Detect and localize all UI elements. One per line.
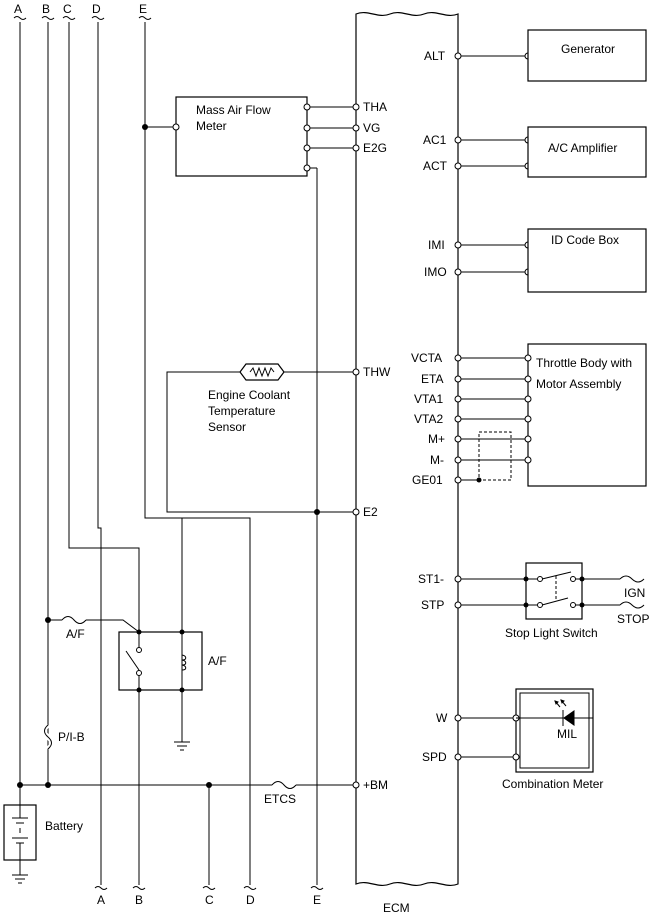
throttle-body: Throttle Body with Motor Assembly VCTA E… [411,343,647,487]
combination-meter-label: Combination Meter [502,777,603,791]
bus-label-e-top: E [139,2,147,16]
ecm-pin-act: ACT [423,159,448,173]
ecm-pin-imi: IMI [428,238,445,252]
combination-meter: MIL Combination Meter W SPD [422,688,603,791]
ecm-pin-vta1: VTA1 [414,392,443,406]
ecm-pin-stp: STP [421,598,444,612]
ecm-pin-m-plus: M+ [428,432,445,446]
id-code-box: ID Code Box IMI IMO [424,228,647,293]
id-code-box-label: ID Code Box [551,233,619,247]
af-fuse-label: A/F [66,627,85,641]
ecm-pin-st1: ST1- [418,572,444,586]
ecm-pin-e2: E2 [363,505,378,519]
ect-label-line3: Sensor [208,420,246,434]
ecm-pin-vg: VG [363,121,380,135]
ign-label: IGN [624,586,645,600]
ecm-pin-thw: THW [363,365,391,379]
ecm-pin-vta2: VTA2 [414,412,443,426]
stop-light-switch: IGN STOP Stop Light Switch ST1- STP [418,562,649,640]
ac-amplifier: A/C Amplifier AC1 ACT [423,126,647,178]
ecm-pin-eta: ETA [421,372,443,386]
ecm-block: ECM [355,11,459,915]
ecm-pin-e2g: E2G [363,141,387,155]
stop-label: STOP [617,612,649,626]
bottom-bus-labels: A B C D E [94,886,324,907]
throttle-label-line1: Throttle Body with [536,356,632,370]
ecm-pin-spd: SPD [422,750,447,764]
stop-light-switch-label: Stop Light Switch [505,626,598,640]
battery-label: Battery [45,819,83,833]
e2-ground-line: E2 [166,168,378,885]
generator-label: Generator [561,42,615,56]
pib-fuse-label: P/I-B [58,730,85,744]
pib-fuse: P/I-B [42,723,85,751]
bus-label-d-bottom: D [246,893,255,907]
af-relay-label: A/F [208,654,227,668]
bm-power-line: +BM ETCS [17,778,388,885]
ecm-pin-tha: THA [363,100,387,114]
ecm-pin-ge01: GE01 [412,473,443,487]
top-bus-labels: A B C D E [13,2,152,20]
ecm-pin-bm: +BM [363,778,388,792]
bus-label-c-top: C [63,2,72,16]
bus-label-b-top: B [42,2,50,16]
bus-label-b-bottom: B [135,893,143,907]
throttle-label-line2: Motor Assembly [536,377,621,391]
af-fuse-relay-circuit: A/F A/F [45,518,227,751]
ect-label-line1: Engine Coolant [208,388,291,402]
bus-label-a-top: A [14,2,22,16]
ecm-pin-ac1: AC1 [423,133,447,147]
ecm-pin-alt: ALT [424,49,446,63]
ecm-pin-w: W [436,711,448,725]
bus-label-a-bottom: A [97,893,105,907]
engine-coolant-temp-sensor: THW Engine Coolant Temperature Sensor [208,363,391,434]
bus-label-c-bottom: C [205,893,214,907]
generator: Generator ALT [424,29,647,82]
ecm-pin-vcta: VCTA [411,351,442,365]
mil-label: MIL [557,727,577,741]
bus-wires [19,22,251,885]
ect-label-line2: Temperature [208,404,276,418]
maf-label-line2: Meter [196,119,227,133]
maf-label-line1: Mass Air Flow [196,103,271,117]
ac-amplifier-label: A/C Amplifier [548,141,617,155]
mass-air-flow-meter: Mass Air Flow Meter THA VG E2G [172,96,387,177]
etcs-fuse-label: ETCS [264,792,296,806]
ecm-pin-imo: IMO [424,265,447,279]
bus-label-e-bottom: E [313,893,321,907]
ecm-pin-m-minus: M- [430,453,444,467]
bus-label-d-top: D [92,2,101,16]
ecm-label: ECM [383,901,410,915]
battery: Battery [3,804,83,884]
